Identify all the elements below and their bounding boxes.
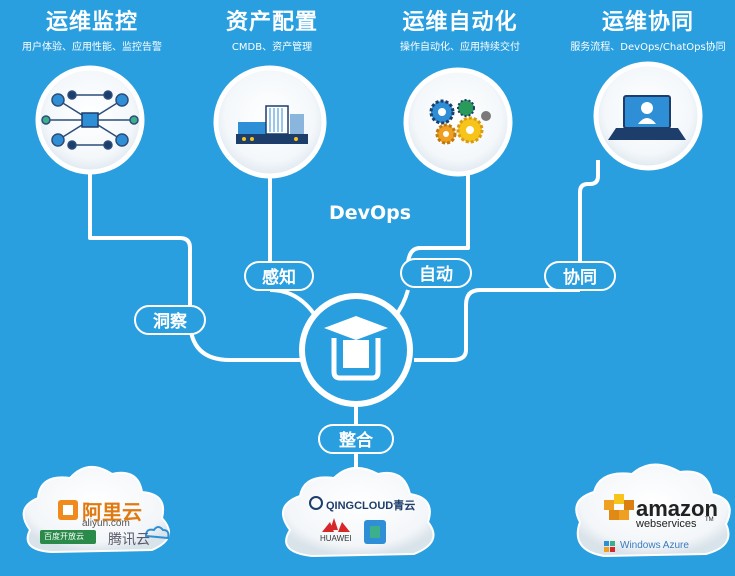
pill-integrate: 整合	[318, 424, 394, 454]
qingcloud-label: QINGCLOUD青云	[326, 500, 416, 512]
title-asset-config: 资产配置	[225, 10, 318, 35]
cloud-right	[575, 463, 731, 558]
windows-azure-label: Windows Azure	[620, 540, 689, 551]
line-collab-lower	[414, 288, 580, 362]
aliyun-domain: aliyun.com	[82, 518, 130, 529]
azure-flag-icon	[604, 541, 615, 552]
bubble-automation	[403, 67, 513, 177]
subtitle-monitoring: 用户体验、应用性能、监控告警	[22, 42, 162, 53]
bubble-collab	[593, 61, 703, 171]
tencent-cloud-icon	[144, 526, 170, 540]
bubble-monitoring	[35, 65, 145, 175]
qingcloud-logo-icon	[309, 496, 323, 510]
server-rack-icon	[236, 105, 308, 144]
title-automation: 运维自动化	[402, 10, 518, 35]
aliyun-name: 阿里云	[82, 502, 142, 524]
tencent-cloud-label: 腾讯云	[108, 531, 150, 547]
pill-observe: 洞察	[134, 305, 206, 335]
pill-automate: 自动	[400, 258, 472, 288]
line-collab	[578, 160, 600, 262]
subtitle-collaboration: 服务流程、DevOps/ChatOps协同	[570, 42, 726, 53]
title-monitoring: 运维监控	[45, 10, 138, 35]
title-collaboration: 运维协同	[601, 10, 694, 35]
pill-collaborate: 协同	[544, 261, 616, 291]
center-devops-label: DevOps	[328, 202, 412, 224]
huawei-label: HUAWEI	[320, 534, 352, 543]
devops-hub	[299, 293, 413, 407]
network-monitoring-icon	[41, 90, 139, 150]
cloud-middle	[281, 467, 435, 558]
line-monitoring	[88, 170, 318, 362]
baidu-logo-icon	[40, 530, 96, 544]
baidu-cloud-label: 百度开放云	[44, 532, 84, 541]
aws-cubes-icon	[604, 494, 634, 520]
subtitle-asset-config: CMDB、资产管理	[231, 42, 313, 53]
aliyun-logo-icon	[58, 500, 78, 520]
webservices-label: webservices	[636, 518, 697, 530]
bubble-asset	[213, 65, 327, 179]
huawei-logo-icon	[322, 518, 350, 532]
aws-trademark: TM	[705, 517, 714, 523]
gears-icon	[429, 99, 491, 145]
amazon-label: amazon	[636, 496, 718, 521]
subtitle-automation: 操作自动化、应用持续交付	[400, 42, 520, 53]
pill-perceive: 感知	[244, 261, 314, 291]
cube-logo-icon	[324, 316, 388, 381]
middle-blue-logo-icon	[364, 520, 386, 544]
laptop-icon	[608, 95, 686, 140]
